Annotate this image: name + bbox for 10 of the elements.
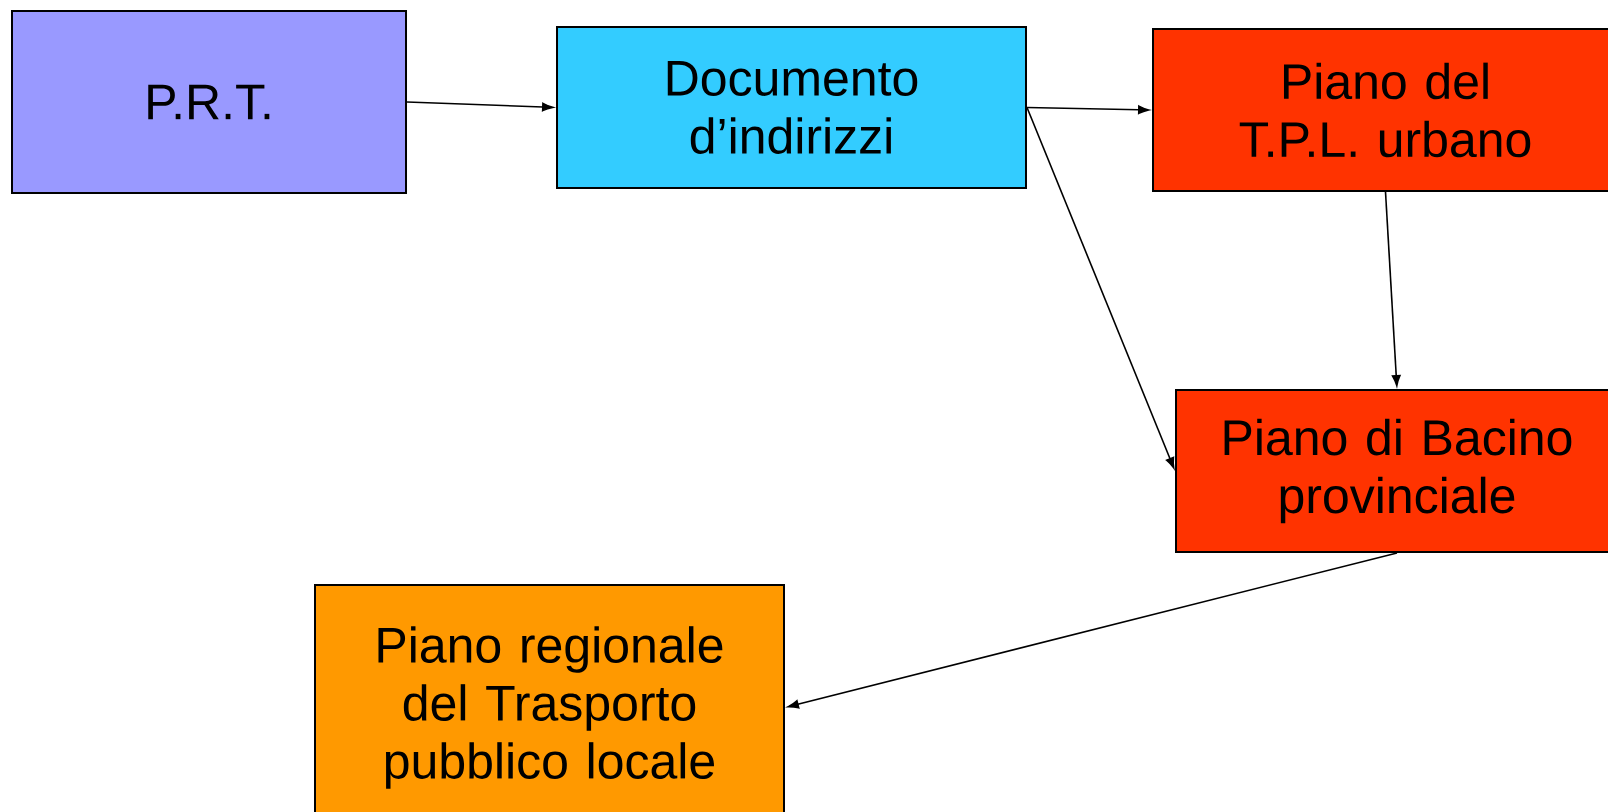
process-box: P.R.T. bbox=[11, 10, 407, 194]
arrow bbox=[406, 101, 554, 112]
process-box: Piano regionale del Trasporto pubblico locale bbox=[314, 584, 785, 812]
process-box: Piano di Bacino provinciale bbox=[1175, 389, 1608, 553]
arrow bbox=[1026, 106, 1175, 469]
arrow bbox=[1026, 105, 1150, 115]
arrow bbox=[1384, 191, 1401, 387]
arrow bbox=[787, 552, 1398, 709]
process-box: Documento d’indirizzi bbox=[556, 26, 1027, 189]
process-box: Piano del T.P.L. urbano bbox=[1152, 28, 1608, 192]
